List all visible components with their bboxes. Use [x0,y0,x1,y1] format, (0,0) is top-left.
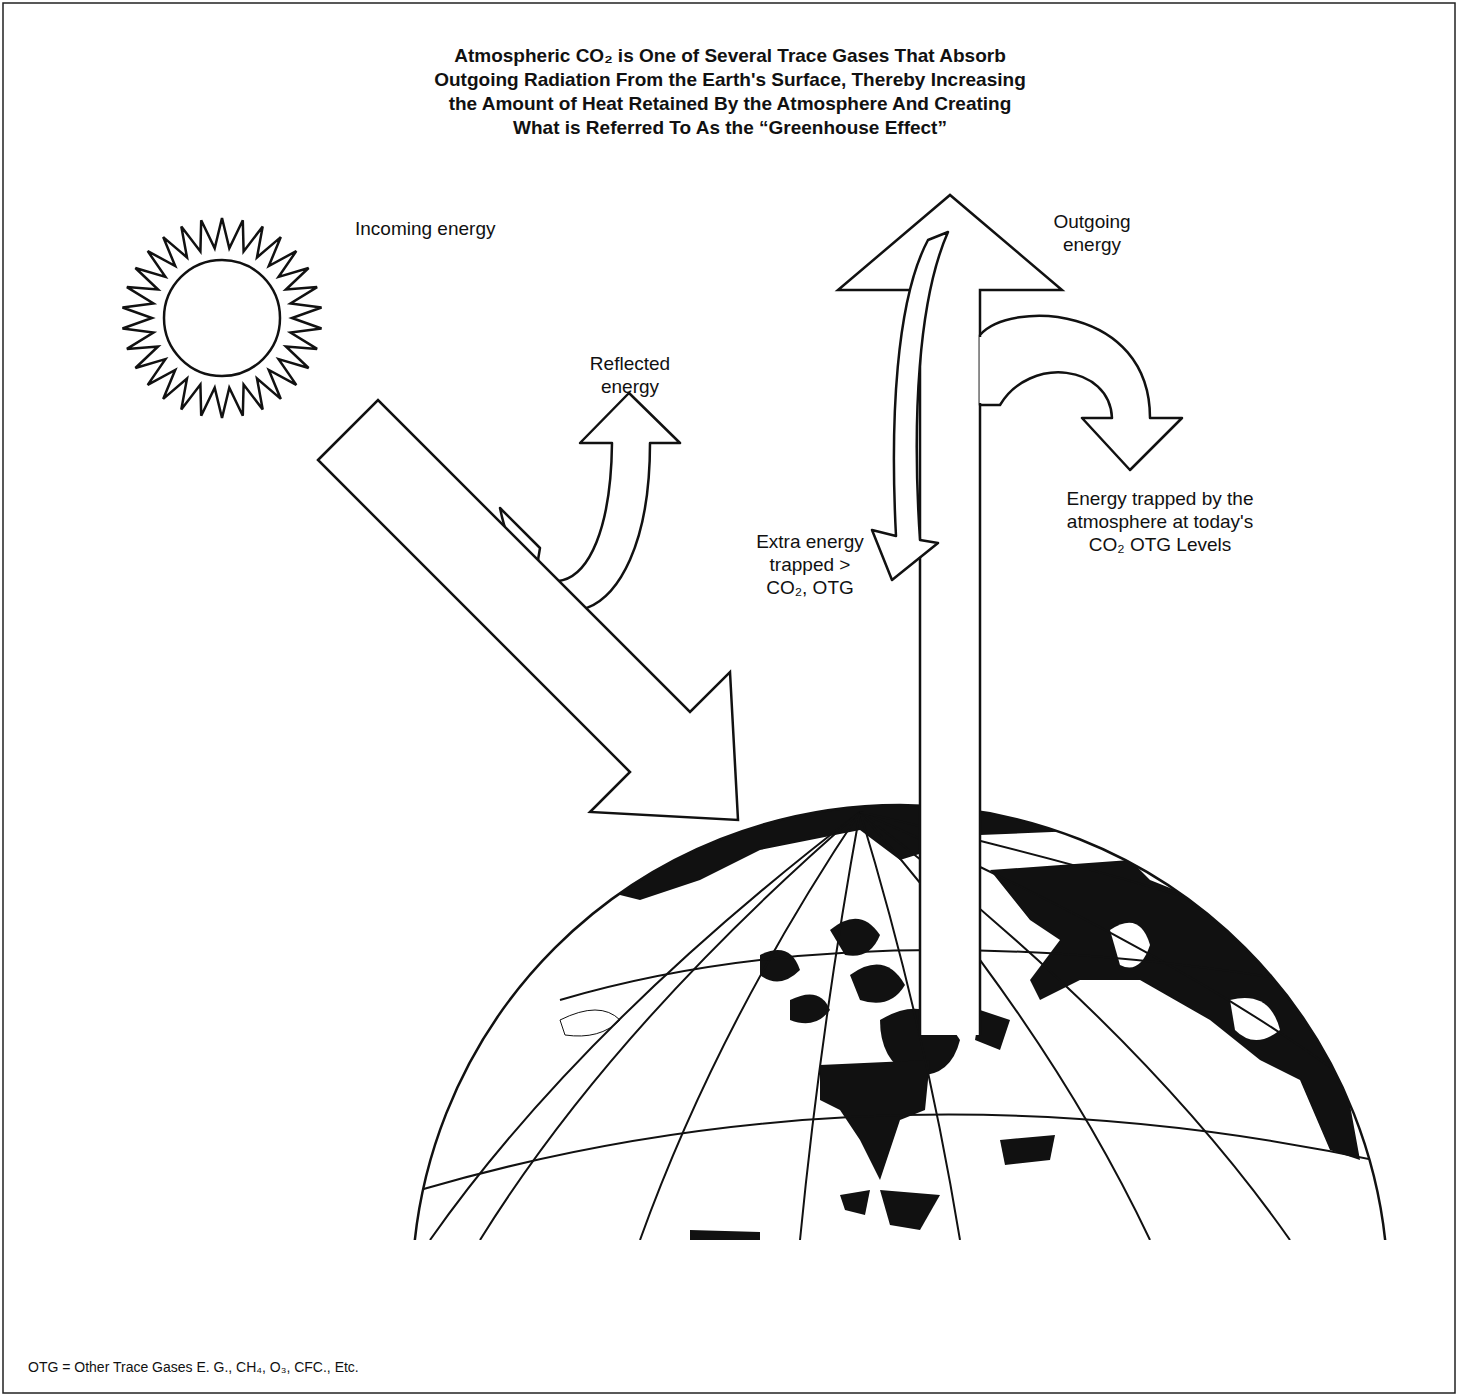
trapped-label: Energy trapped by the atmosphere at toda… [1050,487,1270,556]
reflected-label: Reflected energy [560,352,700,398]
incoming-label: Incoming energy [355,217,555,240]
frame [3,3,1455,1393]
extra-trapped-label: Extra energy trapped > CO₂, OTG [755,530,865,599]
diagram-title: Atmospheric CO₂ is One of Several Trace … [430,44,1030,140]
sun [123,218,322,418]
footnote: OTG = Other Trace Gases E. G., CH₄, O₃, … [28,1358,728,1376]
globe [412,800,1420,1240]
trapped-arrow [980,316,1182,470]
outgoing-label: Outgoing energy [1030,210,1154,256]
extra-trapped-arrow [872,232,948,580]
junction-mask [980,337,983,403]
incoming-arrow [318,400,738,820]
